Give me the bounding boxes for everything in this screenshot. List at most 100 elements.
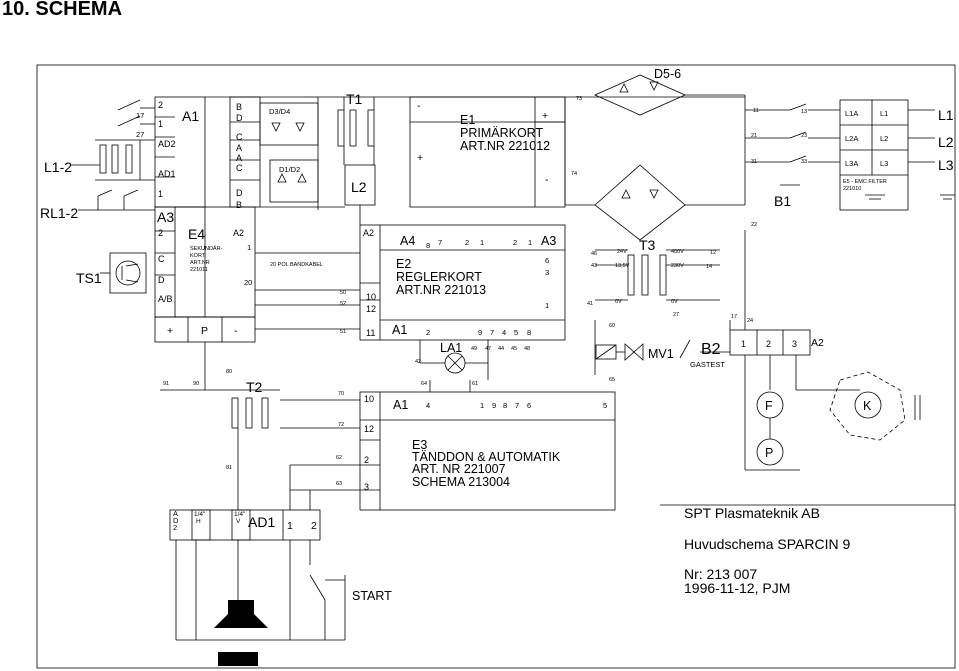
t2-wire: 81 [226, 465, 232, 471]
e4-text: SEKUNDÄR- [190, 245, 223, 252]
t1-label: T1 [346, 91, 363, 107]
e4-top-pin: A [236, 153, 242, 163]
e3-left-pin: 2 [364, 455, 369, 465]
motor-f: F [765, 399, 773, 413]
terminal-l3: L3 [938, 157, 954, 173]
e2-pin: 2 [465, 238, 469, 247]
e1-plus: + [417, 152, 423, 164]
a1-pin: 1 [158, 119, 163, 129]
e3-pin: 9 [492, 401, 496, 410]
mv1-label: MV1 [648, 347, 674, 361]
a3-pin: C [158, 254, 165, 264]
e2-pin: 8 [426, 241, 430, 250]
e3-pin: 8 [503, 401, 507, 410]
e4-text: ART.NR [190, 260, 210, 266]
lamp-wire: 48 [524, 346, 530, 352]
b1-contact: 23 [801, 133, 807, 139]
e2-right-pin: 1 [545, 301, 549, 310]
e2-right-pin: 3 [545, 268, 549, 277]
ad1-pin: 2 [173, 523, 177, 532]
e2-pin: 2 [513, 238, 517, 247]
e4-top-pin: A [236, 143, 242, 153]
e3-a1: A1 [393, 398, 408, 412]
t3-label: T3 [639, 237, 656, 253]
e2-a2: A2 [363, 228, 374, 238]
a1-relay-pin: 27 [136, 130, 144, 139]
b1-contact: 31 [751, 159, 757, 165]
e2-art: ART.NR 221013 [396, 283, 486, 297]
t3-sec-voltage: 230V [671, 263, 684, 269]
e3-left-pin: 12 [364, 424, 374, 434]
e4-top-pin: B [236, 200, 242, 210]
terminal-rl1-2: RL1-2 [40, 205, 78, 221]
e2-left-pin: 10 [366, 292, 376, 302]
t3-prim-voltage: 0V [615, 299, 622, 305]
t3-prim-voltage: 24V [617, 249, 627, 255]
e2-left-pin: 11 [366, 328, 375, 338]
t3-prim-wire: 43 [591, 263, 597, 269]
diode-d3d4: D3/D4 [269, 107, 290, 116]
e4-pin: 1 [247, 243, 251, 252]
t2-label: T2 [246, 379, 263, 395]
emc-l3a: L3A [845, 159, 858, 168]
ad1-h: 1/4" [194, 511, 206, 518]
a3-pin: D [158, 275, 165, 285]
b1-label: B1 [774, 193, 791, 209]
cable-wire: 52 [340, 301, 346, 307]
lamp-wire: 47 [485, 346, 491, 352]
e4-top-pin: B [236, 102, 242, 112]
e2-left-pin: 12 [366, 304, 376, 314]
a1-pin: AD1 [158, 169, 176, 179]
e2-pin: 1 [528, 238, 532, 247]
e2-pin: 1 [480, 238, 484, 247]
lamp-wire-64: 64 [421, 381, 427, 387]
t2-wire: 72 [338, 422, 344, 428]
ad1-h: H [196, 518, 201, 525]
b1-contact: 33 [801, 159, 807, 165]
motor-p: P [765, 446, 773, 460]
e2-pin: 2 [426, 328, 430, 337]
e3-art: ART. NR 221007 [412, 462, 506, 476]
e3-pin: 7 [515, 401, 519, 410]
t2-wire: 63 [336, 481, 342, 487]
t3-sec-wire: 12 [710, 250, 716, 256]
torch-icon [214, 600, 268, 666]
motor-k: K [863, 399, 872, 413]
e2-bottom-pin: 8 [527, 328, 531, 337]
e1-art: ART.NR 221012 [460, 139, 550, 153]
a1-pin: 2 [158, 100, 163, 110]
b1-contact: 21 [751, 133, 757, 139]
e3-left-pin: 10 [364, 394, 374, 404]
b1-contact: 11 [753, 108, 759, 114]
company-name: SPT Plasmateknik AB [684, 505, 820, 521]
emc-l1: L1 [880, 109, 888, 118]
e4-pin: 20 [244, 278, 252, 287]
emc-l1a: L1A [845, 109, 858, 118]
l2-choke-label: L2 [351, 179, 367, 195]
terminal-ts1: TS1 [76, 270, 102, 286]
ad1-v: V [236, 518, 241, 525]
a2-label: A2 [811, 337, 824, 349]
a1-pin: 1 [158, 189, 163, 199]
lamp-wire: 45 [511, 346, 517, 352]
e4-top-pin: D [236, 188, 243, 198]
e2-a3: A3 [541, 234, 556, 248]
ad1-v: 1/4" [234, 511, 246, 518]
b2-wire: 24 [747, 318, 753, 324]
emc-l3: L3 [880, 159, 888, 168]
e1-minus: - [417, 100, 421, 112]
lamp-wire: 44 [498, 346, 504, 352]
t3-sec-voltage: 0V [671, 299, 678, 305]
e2-a1: A1 [392, 323, 407, 337]
e3-pin: 5 [603, 401, 607, 410]
e1-name: PRIMÄRKORT [460, 126, 543, 140]
t3-wire-60: 60 [609, 323, 615, 329]
document-date: 1996-11-12, PJM [684, 580, 790, 596]
ad1-pin: D [173, 516, 179, 525]
e2-pin: 7 [438, 238, 442, 247]
d5-6-wire: 73 [576, 96, 582, 102]
a1-relay-pin: 17 [136, 111, 144, 120]
ad1-pin: A [173, 509, 178, 518]
e4-top-pin: C [236, 163, 243, 173]
e3-left-pin: 3 [364, 482, 369, 492]
